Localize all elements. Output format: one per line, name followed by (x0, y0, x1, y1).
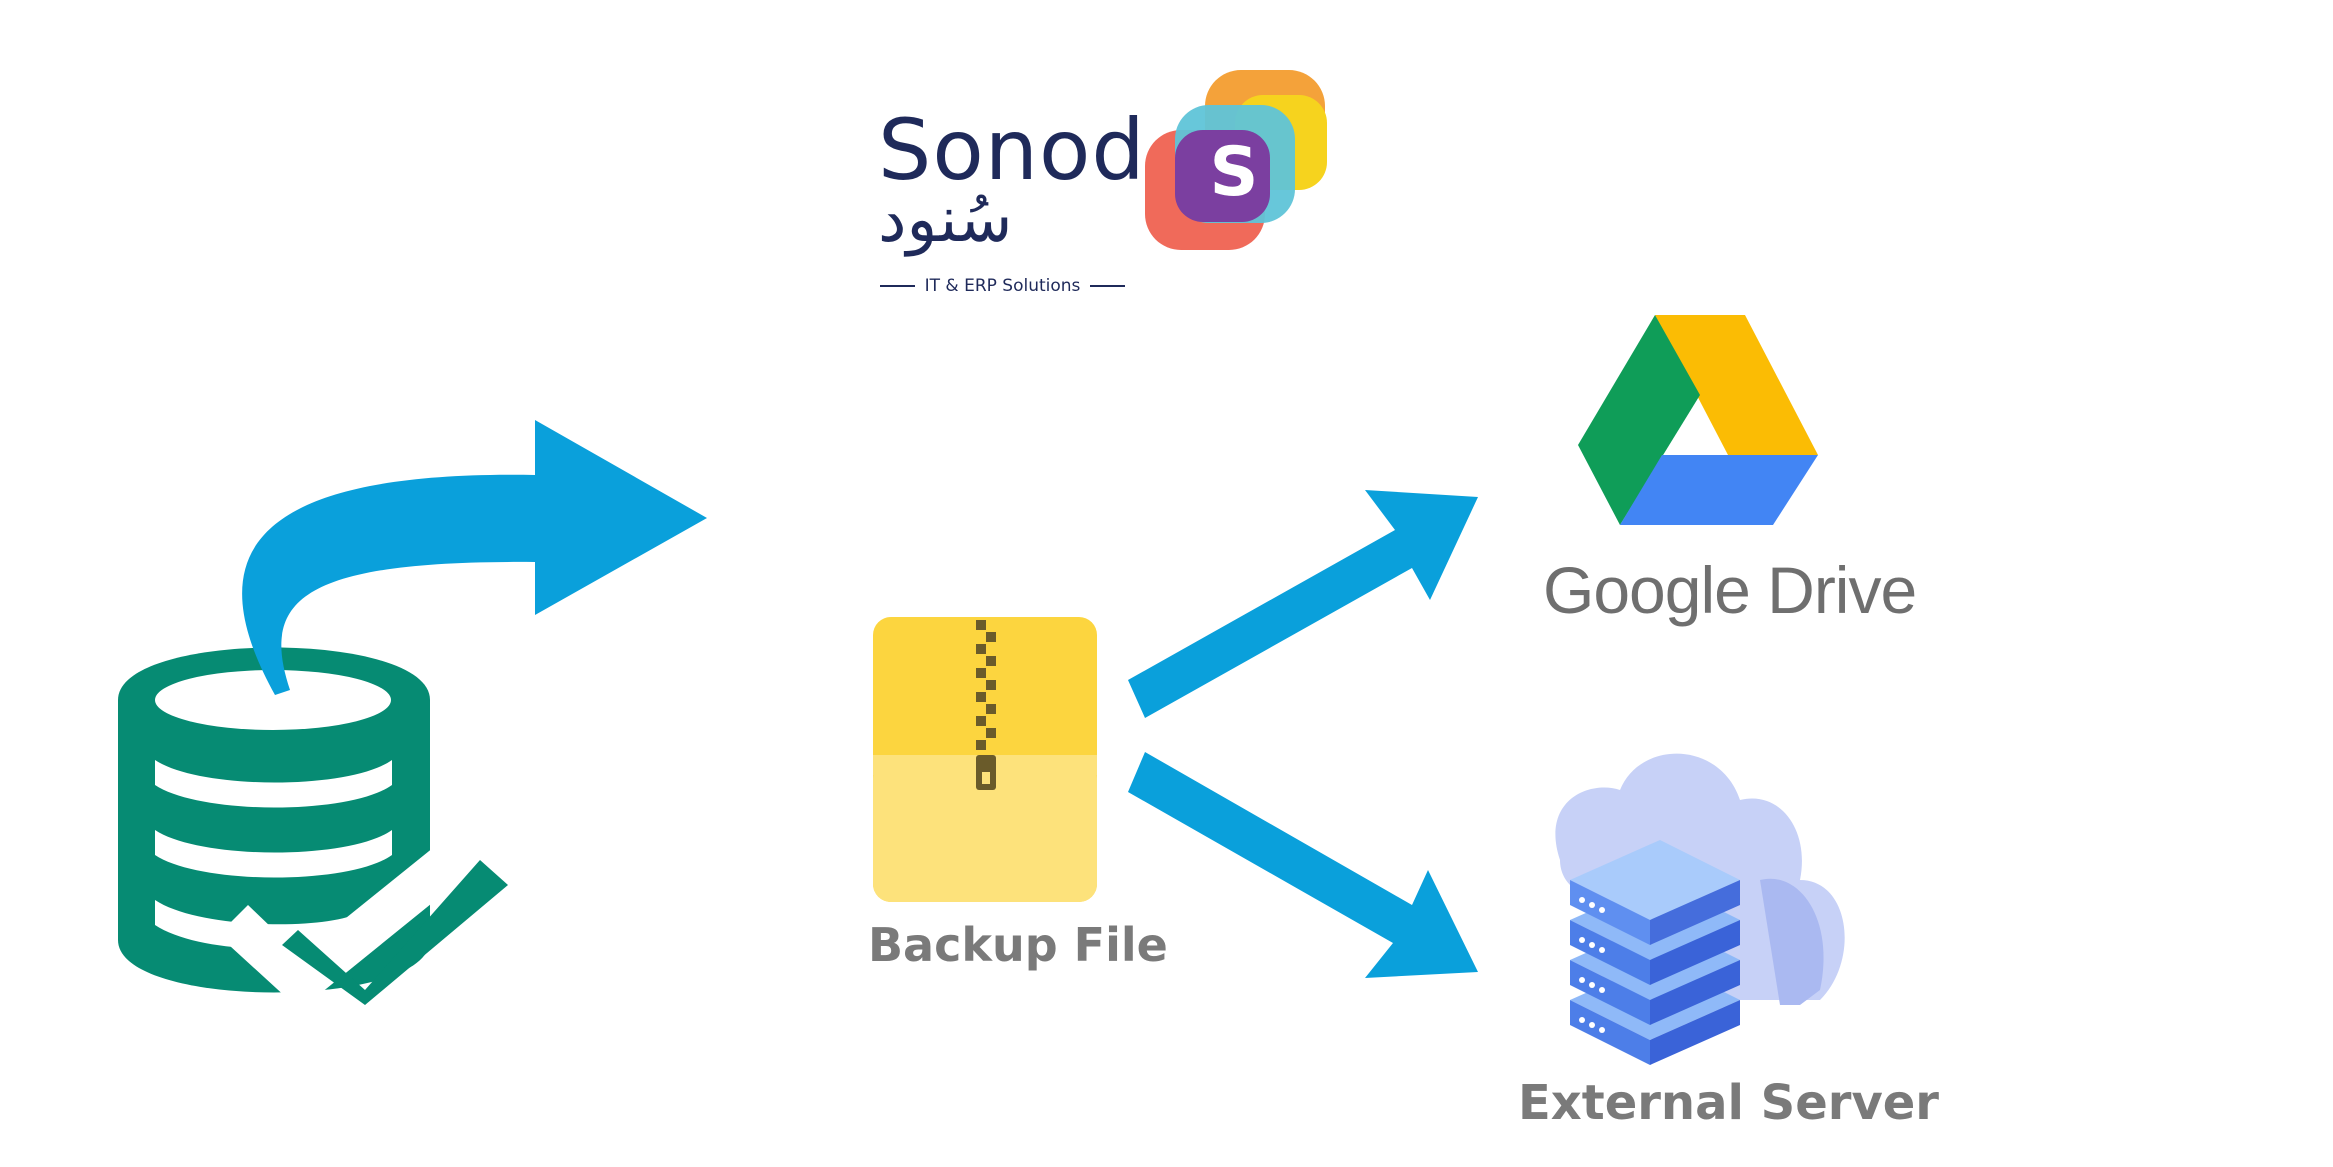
tagline-rule-left (880, 285, 915, 287)
zip-file-icon (873, 617, 1097, 902)
export-arrow (242, 420, 707, 695)
logo-tagline: IT & ERP Solutions (880, 276, 1125, 296)
sonod-logo-mark: S (1145, 70, 1327, 250)
arrow-to-external-server (1128, 752, 1478, 978)
tagline-text: IT & ERP Solutions (924, 276, 1081, 296)
tagline-rule-right (1090, 285, 1125, 287)
external-server-label: External Server (1518, 1075, 1939, 1131)
logo-name-arabic: سُنود (878, 183, 1013, 257)
google-drive-icon (1578, 315, 1818, 525)
logo-mark-letter: S (1210, 133, 1259, 212)
cloud-server-icon (1555, 753, 1845, 1065)
database-check-icon (118, 647, 510, 1010)
arrow-to-google-drive (1128, 490, 1478, 718)
google-drive-label: Google Drive (1543, 553, 1917, 627)
backup-file-label: Backup File (868, 918, 1168, 972)
logo-name-latin: Sonod (878, 101, 1146, 199)
